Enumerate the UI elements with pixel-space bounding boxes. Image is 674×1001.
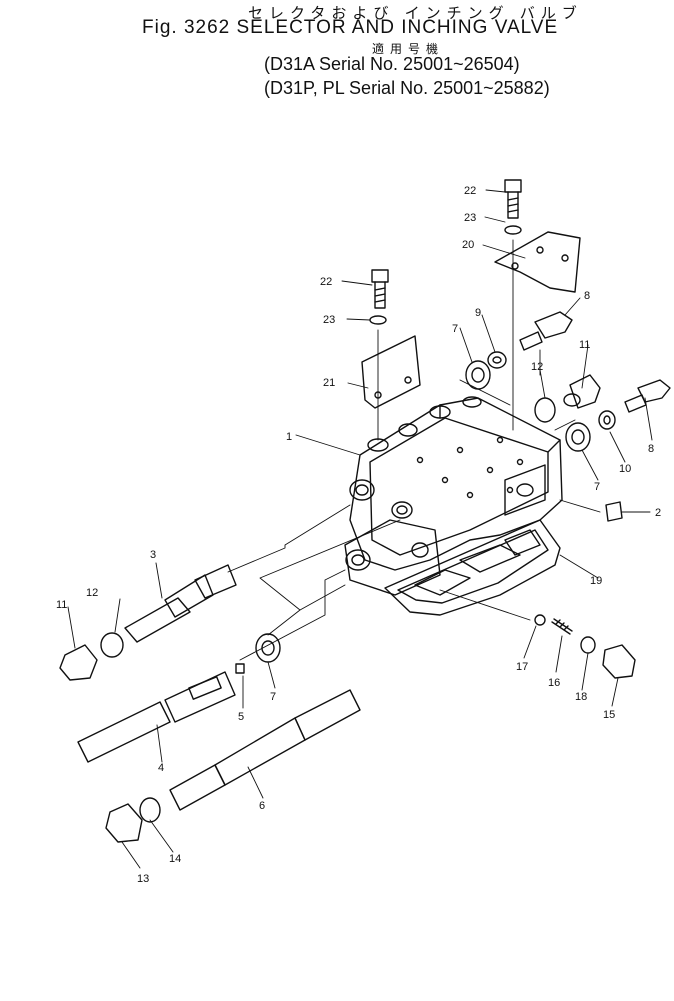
seal-7-lower — [255, 633, 281, 663]
callout-1: 1 — [286, 431, 292, 443]
callout-7-upper: 7 — [452, 323, 458, 335]
callout-12-left: 12 — [86, 587, 98, 599]
title-japanese: セレクタおよび インチング バルブ — [248, 5, 583, 22]
callout-9: 9 — [475, 307, 481, 319]
o-ring-14 — [139, 797, 161, 823]
callout-7-lower: 7 — [270, 691, 276, 703]
callout-22-right: 22 — [464, 185, 476, 197]
plug-8-lower — [624, 379, 671, 413]
applicable-machines-label: 適用号機 — [372, 42, 445, 56]
callout-23-left: 23 — [323, 314, 335, 326]
bracket-21 — [361, 335, 421, 409]
nut-9 — [487, 351, 507, 369]
callout-7-right: 7 — [594, 481, 600, 493]
spring-16 — [551, 618, 573, 635]
o-ring-18 — [580, 636, 596, 654]
callout-16: 16 — [548, 677, 560, 689]
washer-10 — [598, 410, 616, 430]
washer-23-left — [369, 315, 387, 325]
figure-title: Fig. 3262 SELECTOR AND INCHING VALVE — [142, 17, 559, 38]
callout-2: 2 — [655, 507, 661, 519]
valve-body — [344, 396, 563, 596]
callout-13: 13 — [137, 873, 149, 885]
callout-20: 20 — [462, 239, 474, 251]
bolt-22-right — [504, 179, 522, 219]
callout-3: 3 — [150, 549, 156, 561]
plug-15 — [602, 644, 636, 679]
plug-8-upper — [519, 311, 573, 351]
bolt-22-left — [371, 269, 389, 309]
callout-leaders — [67, 189, 653, 869]
bracket-20 — [494, 231, 581, 293]
callout-18: 18 — [575, 691, 587, 703]
callout-10: 10 — [619, 463, 631, 475]
callout-6: 6 — [259, 800, 265, 812]
model-serial-line-1: (D31A Serial No. 25001~26504) — [264, 54, 520, 74]
spool-6 — [169, 689, 361, 811]
o-ring-12-right — [534, 397, 556, 423]
pin-5 — [235, 663, 245, 674]
assembly-guide-lines — [227, 239, 601, 661]
fitting-2 — [605, 501, 623, 522]
o-ring-12-left — [100, 632, 124, 658]
spool-3 — [124, 564, 237, 643]
spool-4 — [77, 671, 236, 763]
callout-23-right: 23 — [464, 212, 476, 224]
callout-11-right: 11 — [579, 339, 590, 351]
callout-8-upper: 8 — [584, 290, 590, 302]
plug-11-right — [563, 374, 601, 409]
callout-12-right: 12 — [531, 361, 543, 373]
callout-4: 4 — [158, 762, 164, 774]
callout-14: 14 — [169, 853, 181, 865]
gasket-plate — [384, 519, 561, 616]
callout-8-lower: 8 — [648, 443, 654, 455]
callout-22-left: 22 — [320, 276, 332, 288]
callout-19: 19 — [590, 575, 602, 587]
model-serial-line-2: (D31P, PL Serial No. 25001~25882) — [264, 78, 550, 98]
callout-11-left: 11 — [56, 599, 67, 611]
plug-13 — [105, 803, 143, 843]
callout-17: 17 — [516, 661, 528, 673]
ball-17 — [534, 614, 546, 626]
callout-15: 15 — [603, 709, 615, 721]
callout-21: 21 — [323, 377, 335, 389]
seal-7-right — [565, 422, 591, 452]
washer-23-right — [504, 225, 522, 235]
plug-11-left — [59, 644, 98, 681]
callout-5: 5 — [238, 711, 244, 723]
